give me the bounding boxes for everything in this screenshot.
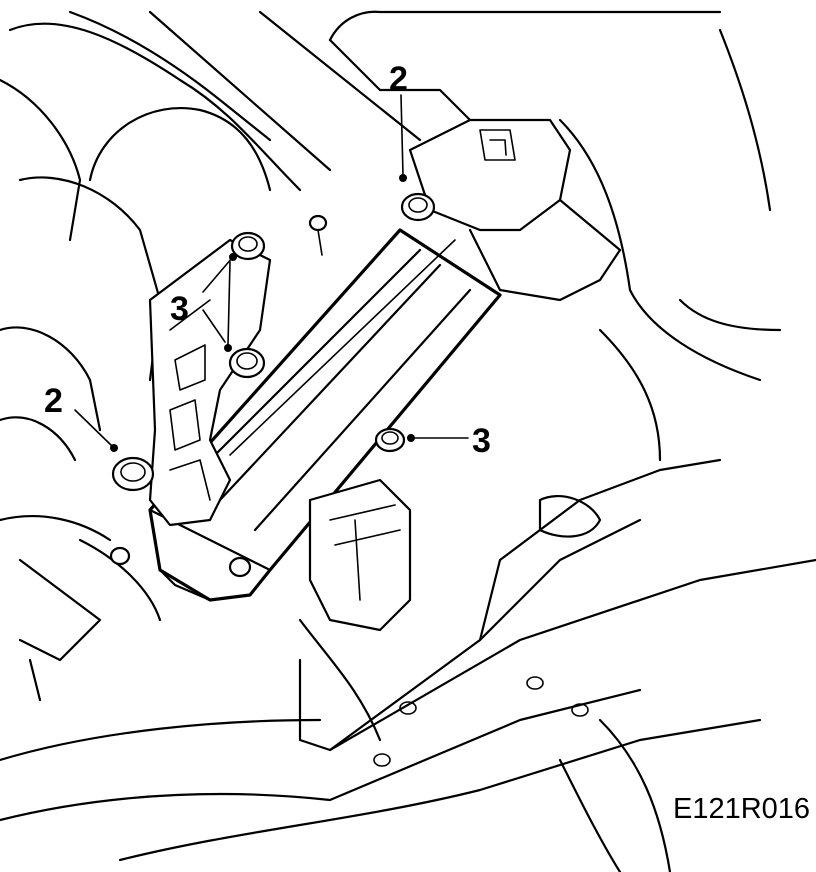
bolt-beam-end [228, 556, 252, 578]
bolt-lower-left [109, 546, 131, 566]
bolt-top-right [400, 192, 436, 222]
vehicle-body-outlines [0, 10, 782, 542]
figure-code: E121R016 [673, 793, 810, 825]
callout-2-top: 2 [389, 60, 408, 98]
bolt-upper-left [230, 231, 266, 261]
subframe [0, 458, 816, 872]
callout-3-right: 3 [472, 422, 491, 460]
bolt-middle-left [228, 347, 266, 379]
stud-top [308, 214, 328, 232]
callout-2-left: 2 [44, 382, 63, 420]
callout-3-left: 3 [170, 290, 189, 328]
transmission-bracket [148, 238, 272, 527]
bolts [109, 192, 436, 578]
leader-lines [74, 94, 469, 452]
crossmember-beam [148, 228, 502, 602]
bolt-left [111, 456, 155, 492]
bolt-right [374, 427, 406, 453]
upper-mount-bracket [408, 118, 622, 302]
lower-assembly [18, 478, 412, 742]
